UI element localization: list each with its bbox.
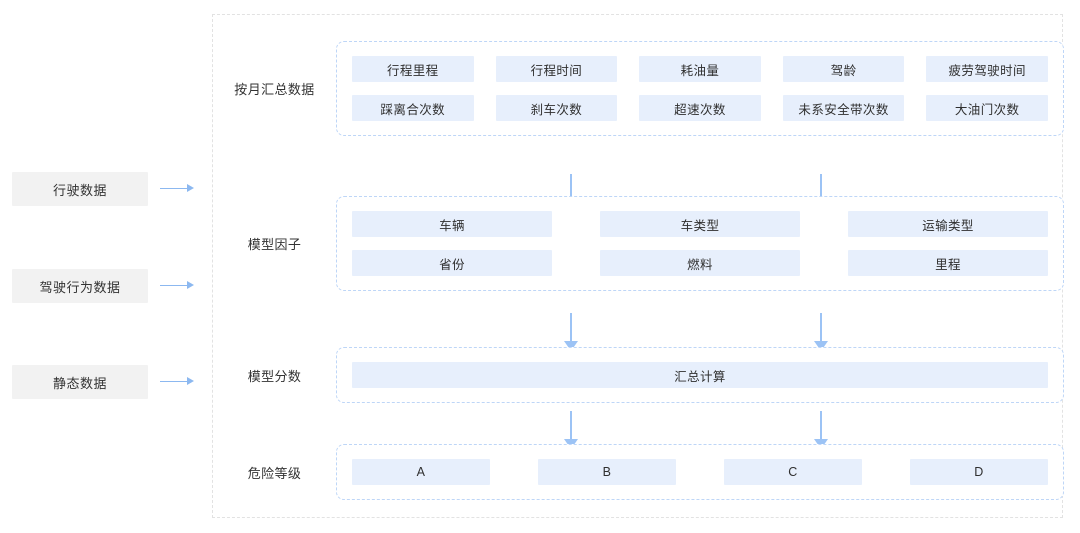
right-arrow-icon [156, 269, 202, 303]
node-fatigue-time[interactable]: 疲劳驾驶时间 [926, 56, 1048, 82]
stage-row: 行程里程 行程时间 耗油量 驾龄 疲劳驾驶时间 [352, 56, 1048, 82]
data-source-driving-behavior[interactable]: 驾驶行为数据 [12, 269, 202, 303]
data-source-label: 静态数据 [12, 365, 148, 399]
stage-row: 汇总计算 [352, 362, 1048, 388]
node-vehicle-type[interactable]: 车类型 [600, 211, 800, 237]
node-trip-time[interactable]: 行程时间 [495, 56, 618, 82]
node-fuel-consumption[interactable]: 耗油量 [639, 56, 761, 82]
node-trip-mileage[interactable]: 行程里程 [352, 56, 474, 82]
node-aggregate-calculation[interactable]: 汇总计算 [352, 362, 1048, 388]
node-risk-d[interactable]: D [910, 459, 1048, 485]
stage-label: 危险等级 [247, 465, 302, 481]
stage-model-score: 模型分数 汇总计算 [213, 347, 1064, 403]
node-mileage[interactable]: 里程 [848, 250, 1048, 276]
stage-body: 行程里程 行程时间 耗油量 驾龄 疲劳驾驶时间 踩离合次数 刹车次数 超速次数 … [336, 41, 1064, 136]
node-no-seatbelt-count[interactable]: 未系安全带次数 [782, 95, 905, 121]
stage-body: 车辆 车类型 运输类型 省份 燃料 里程 [336, 196, 1064, 291]
stage-label: 模型因子 [247, 237, 302, 252]
node-speeding-count[interactable]: 超速次数 [639, 95, 761, 121]
node-risk-b[interactable]: B [538, 459, 676, 485]
stage-body: 汇总计算 [336, 347, 1064, 403]
stage-monthly-summary: 按月汇总数据 行程里程 行程时间 耗油量 驾龄 疲劳驾驶时间 踩离合次数 刹车次… [213, 41, 1064, 136]
stage-body: A B C D [336, 444, 1064, 500]
right-arrow-icon [156, 365, 202, 399]
data-source-driving[interactable]: 行驶数据 [12, 172, 202, 206]
stage-row: 车辆 车类型 运输类型 [352, 211, 1048, 237]
node-province[interactable]: 省份 [352, 250, 552, 276]
data-source-label: 行驶数据 [12, 172, 148, 206]
stage-row: 踩离合次数 刹车次数 超速次数 未系安全带次数 大油门次数 [352, 95, 1048, 121]
node-risk-c[interactable]: C [724, 459, 862, 485]
stage-label: 模型分数 [247, 368, 302, 384]
flow-diagram-frame: 按月汇总数据 行程里程 行程时间 耗油量 驾龄 疲劳驾驶时间 踩离合次数 刹车次… [212, 14, 1064, 518]
node-vehicle[interactable]: 车辆 [352, 211, 552, 237]
node-risk-a[interactable]: A [352, 459, 490, 485]
arrow-factor-to-score-right [814, 313, 828, 351]
stage-row: 省份 燃料 里程 [352, 250, 1048, 276]
data-source-label: 驾驶行为数据 [12, 269, 148, 303]
node-transport-type[interactable]: 运输类型 [848, 211, 1048, 237]
stage-row: A B C D [352, 459, 1048, 485]
data-source-rail: 行驶数据 驾驶行为数据 静态数据 [0, 0, 205, 533]
arrow-factor-to-score-left [564, 313, 578, 351]
node-fuel[interactable]: 燃料 [600, 250, 800, 276]
right-arrow-icon [156, 172, 202, 206]
stage-risk-level: 危险等级 A B C D [213, 444, 1064, 500]
stage-label: 按月汇总数据 [234, 82, 315, 97]
node-clutch-count[interactable]: 踩离合次数 [352, 95, 474, 121]
stage-model-factors: 模型因子 车辆 车类型 运输类型 省份 燃料 里程 [213, 196, 1064, 291]
node-brake-count[interactable]: 刹车次数 [495, 95, 618, 121]
node-heavy-throttle[interactable]: 大油门次数 [926, 95, 1048, 121]
node-driving-age[interactable]: 驾龄 [782, 56, 905, 82]
data-source-static[interactable]: 静态数据 [12, 365, 202, 399]
